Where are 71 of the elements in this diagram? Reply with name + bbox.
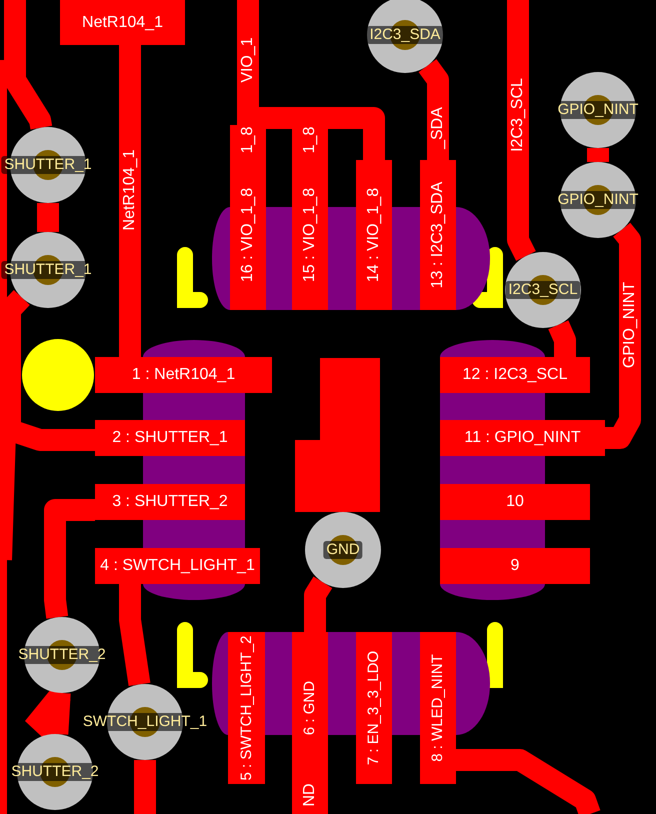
smd-pad [95,420,245,456]
smd-pad [440,420,605,456]
pad-label: 11 : GPIO_NINT [464,429,581,447]
pad-label: 5 : SWTCH_LIGHT_2 [238,635,256,781]
net-label: I2C3_SDA [366,26,444,44]
thermal-pad [320,358,380,512]
pad-label: 6 : GND [301,680,319,736]
pcb-trace [587,148,609,162]
smd-pad [440,548,590,584]
pad-label: 7 : EN_3_3_LDO [365,650,383,766]
ic-package-body [143,456,245,484]
pcb-trace [548,320,576,357]
smd-pad [420,160,456,310]
smd-pad [228,632,265,784]
smd-pad [440,357,590,393]
ic-package-body [143,584,245,600]
ic-package-body [328,207,356,310]
pcb-trace [37,203,59,232]
ic-package-body [456,207,490,310]
pcb-trace [418,59,449,160]
smd-pad [95,484,245,520]
pad-label: 10 [506,493,524,511]
pad-label: NetR104_1 [82,14,163,32]
pad-label: 2 : SHUTTER_1 [112,429,228,447]
smd-pad [440,484,590,520]
ic-package-body [143,340,245,357]
trace-net-label: _SDA [429,107,447,149]
ic-package-body [328,632,356,735]
smd-pad [292,160,328,310]
ic-package-body [440,456,545,484]
trace-net-label: ND [301,783,319,807]
pad-label: 8 : WLED_NINT [429,654,447,762]
trace-net-label: 1_8 [239,126,257,154]
pcb-trace [44,499,95,619]
smd-pad [230,160,266,310]
pcb-trace [304,576,332,632]
ic-package-body [392,632,420,735]
pad-label: 3 : SHUTTER_2 [112,493,228,511]
net-label: I2C3_SCL [505,281,581,299]
trace-net-label: GPIO_NINT [621,282,639,368]
pad-label: 4 : SWTCH_LIGHT_1 [100,557,255,575]
ic-package-body [265,632,292,735]
pcb-trace [507,0,536,261]
trace-net-label: VIO_1 [239,37,257,83]
pad-label: 14 : VIO_1_8 [365,188,383,282]
smd-pad [60,0,185,45]
pad-label: 15 : VIO_1_8 [301,188,319,282]
pad-label: 12 : I2C3_SCL [462,366,568,384]
net-label: GND [323,541,363,559]
ic-package-body [440,393,545,420]
ic-package-body [143,520,245,548]
smd-pad [95,548,260,584]
ic-package-body [266,207,292,310]
pad-label: 1 : NetR104_1 [132,366,236,384]
trace-net-label: I2C3_SCL [509,78,527,152]
ic-package-body [392,207,420,310]
smd-pad [356,160,392,310]
pad-label: 16 : VIO_1_8 [239,188,257,282]
trace-net-label: 1_8 [301,126,319,154]
trace-net-label: NetR104_1 [121,150,139,230]
pcb-trace [605,222,641,449]
pcb-trace [119,584,150,686]
pad-label: 9 [510,557,520,575]
pcb-trace [119,45,141,357]
smd-pad [356,632,392,784]
smd-pad [420,632,456,784]
smd-pad [95,357,272,393]
pcb-trace [4,0,52,131]
ic-package-body [440,520,545,548]
pad-label: 13 : I2C3_SDA [429,182,447,288]
ic-package-body [143,393,245,420]
